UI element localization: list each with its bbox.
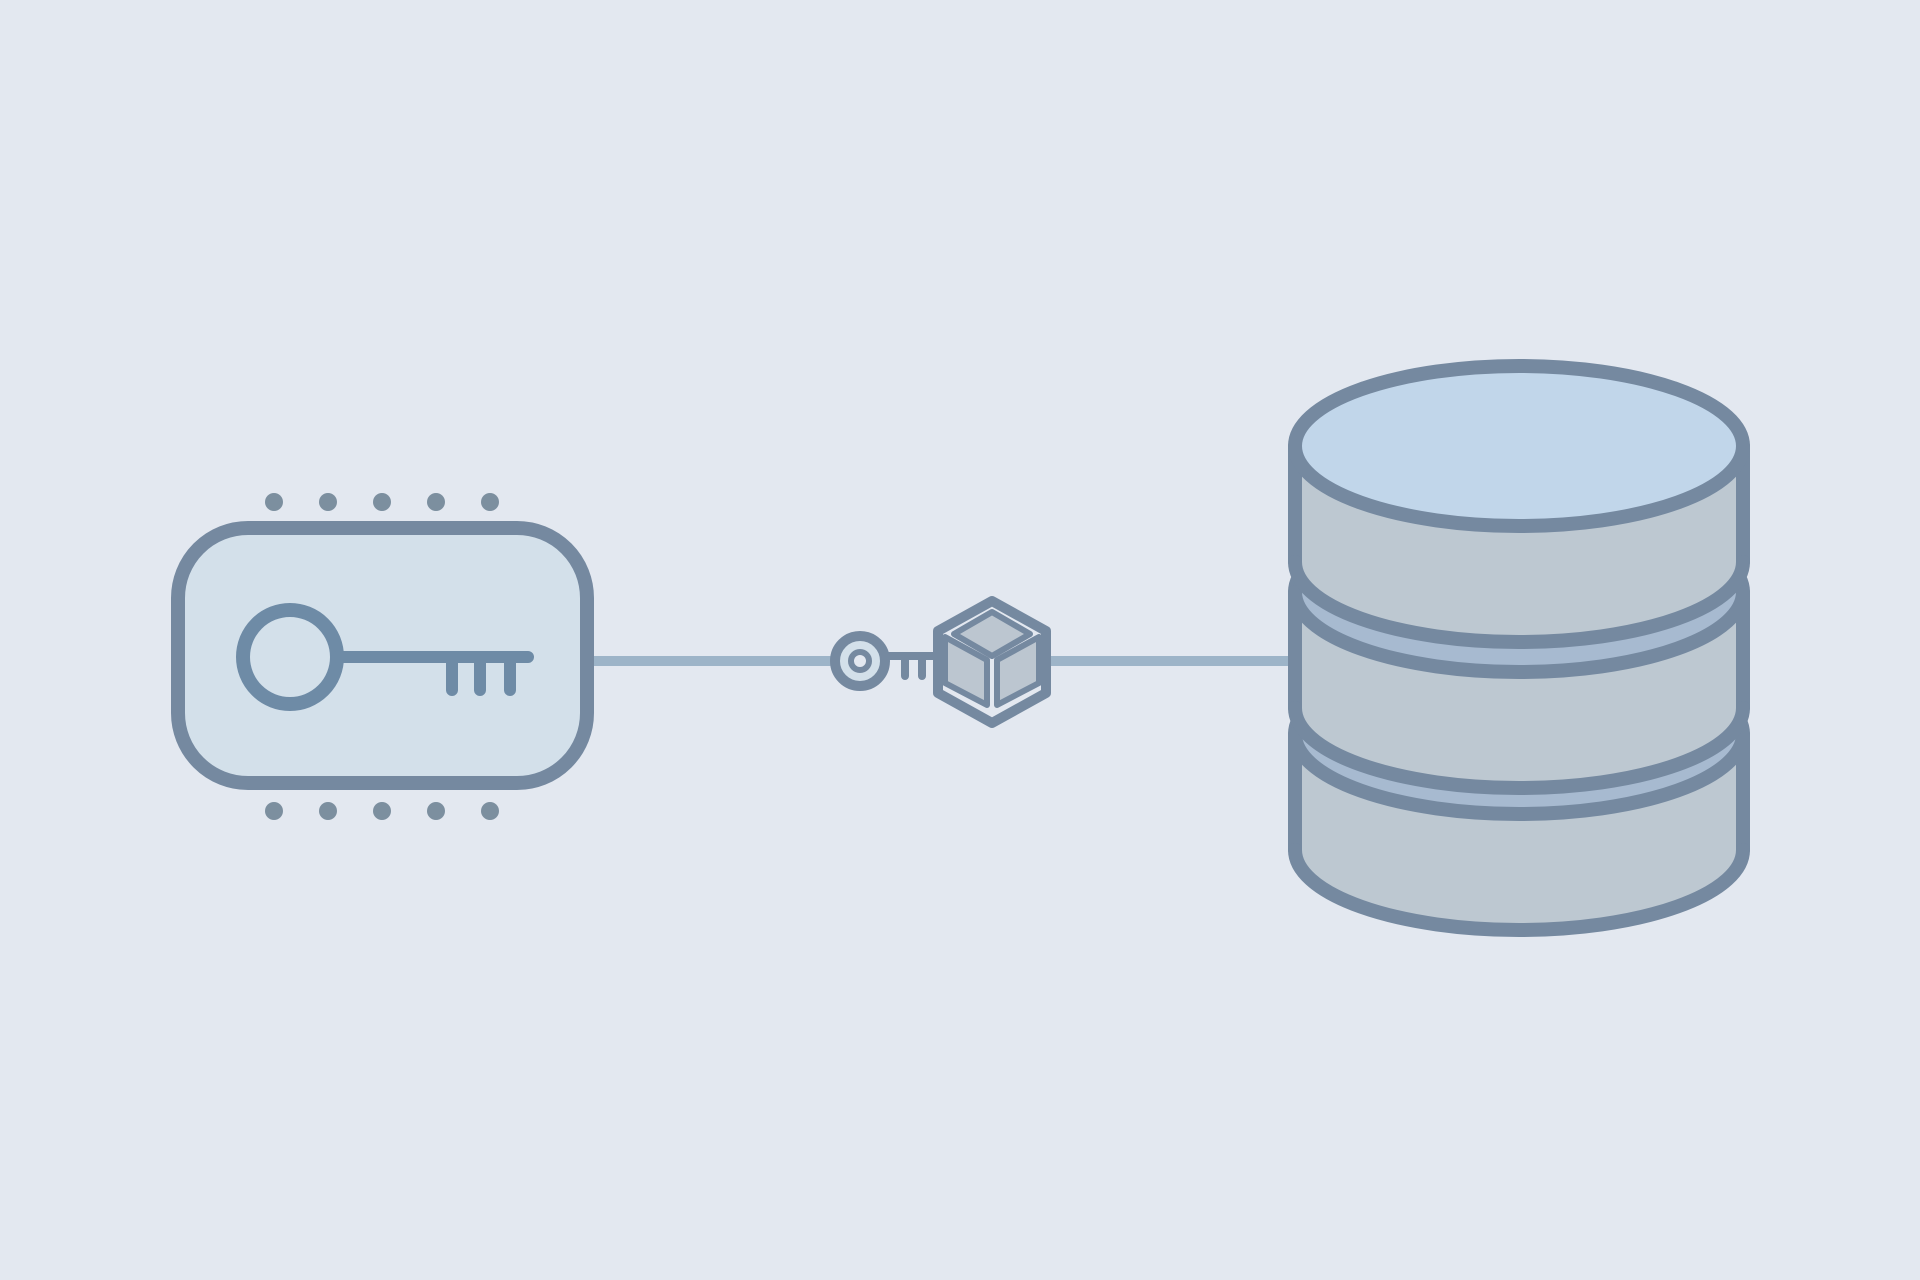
dot-bottom-1 [265, 802, 283, 820]
key-module [830, 596, 1051, 728]
database-top-surface [1288, 359, 1750, 533]
dot-bottom-3 [373, 802, 391, 820]
dot-top-3 [373, 493, 391, 511]
dot-top-5 [481, 493, 499, 511]
small-key-icon [830, 631, 949, 691]
dot-bottom-5 [481, 802, 499, 820]
key-card [171, 493, 594, 820]
dot-bottom-2 [319, 802, 337, 820]
key-icon [236, 603, 534, 711]
dot-bottom-4 [427, 802, 445, 820]
cube-icon [933, 596, 1051, 728]
dot-row-bottom [265, 802, 499, 820]
dot-top-4 [427, 493, 445, 511]
dot-top-1 [265, 493, 283, 511]
database-layer-top [1288, 359, 1750, 649]
dot-top-2 [319, 493, 337, 511]
dot-row-top [265, 493, 499, 511]
database-icon [1288, 359, 1750, 937]
